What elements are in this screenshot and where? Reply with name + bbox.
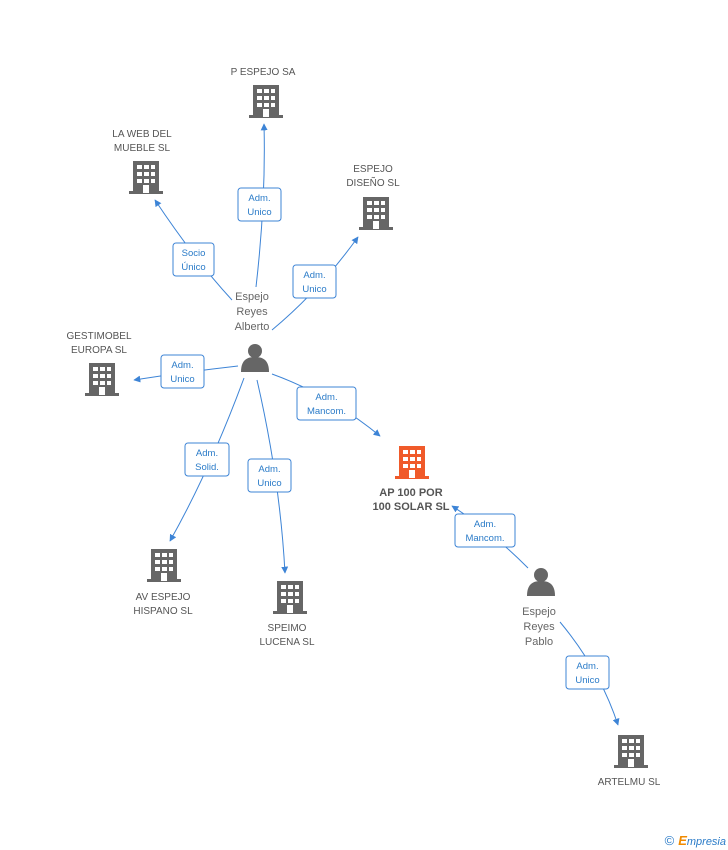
svg-text:P ESPEJO SA: P ESPEJO SA [231,67,296,78]
svg-text:Adm.: Adm. [196,448,218,459]
svg-text:GESTIMOBEL: GESTIMOBEL [66,331,131,342]
edge-label-la-web: Socio Único [172,242,215,277]
svg-text:Mancom.: Mancom. [307,406,346,417]
edge-labels: Adm. Unico Socio Único Adm. Unico Adm. U… [160,187,610,690]
brand-logo-initial: E [678,833,687,848]
svg-text:Unico: Unico [575,675,599,686]
building-icon [614,735,648,768]
company-la-web[interactable]: LA WEB DEL MUEBLE SL [112,129,172,194]
svg-text:Reyes: Reyes [523,621,555,633]
svg-text:Adm.: Adm. [171,360,193,371]
company-p-espejo[interactable]: P ESPEJO SA [231,67,296,118]
svg-text:Adm.: Adm. [303,270,325,281]
svg-text:Adm.: Adm. [258,464,280,475]
copyright-icon: © [664,833,675,848]
building-icon [129,161,163,194]
svg-text:AV ESPEJO: AV ESPEJO [136,592,191,603]
edge-label-ap100-pablo: Adm. Mancom. [454,513,516,548]
company-gestimobel[interactable]: GESTIMOBEL EUROPA SL [66,331,132,396]
svg-text:Reyes: Reyes [236,306,268,318]
svg-text:Adm.: Adm. [248,193,270,204]
company-speimo[interactable]: SPEIMO LUCENA SL [259,581,315,648]
brand-logo-text: mpresia [686,836,726,848]
building-icon [249,85,283,118]
building-icon [147,549,181,582]
edge-label-espejo-diseno: Adm. Unico [292,264,337,299]
svg-text:Solid.: Solid. [195,462,219,473]
company-ap100[interactable]: AP 100 POR 100 SOLAR SL [372,446,450,513]
edge-label-gestimobel: Adm. Unico [160,354,205,389]
svg-text:HISPANO SL: HISPANO SL [133,606,193,617]
svg-text:Unico: Unico [170,374,194,385]
company-espejo-diseno[interactable]: ESPEJO DISEÑO SL [346,164,400,230]
svg-text:EUROPA SL: EUROPA SL [71,345,127,356]
svg-text:Espejo: Espejo [235,291,269,303]
svg-text:Socio: Socio [182,248,206,259]
edge-label-ap100-alberto: Adm. Mancom. [296,386,357,421]
svg-text:DISEÑO SL: DISEÑO SL [346,176,400,189]
person-icon [241,344,269,372]
svg-text:ARTELMU SL: ARTELMU SL [598,777,661,788]
svg-text:Adm.: Adm. [576,661,598,672]
svg-text:Unico: Unico [302,284,326,295]
svg-text:Mancom.: Mancom. [465,533,504,544]
svg-text:Unico: Unico [257,478,281,489]
person-pablo[interactable]: Espejo Reyes Pablo [522,568,556,648]
svg-text:Único: Único [181,262,205,273]
company-artelmu[interactable]: ARTELMU SL [598,735,661,788]
svg-text:Pablo: Pablo [525,636,553,648]
svg-text:Adm.: Adm. [474,519,496,530]
svg-text:LUCENA SL: LUCENA SL [259,637,314,648]
edge-label-artelmu: Adm. Unico [565,655,610,690]
person-alberto[interactable]: Espejo Reyes Alberto [235,291,270,372]
building-icon [273,581,307,614]
svg-text:100 SOLAR SL: 100 SOLAR SL [372,501,449,513]
svg-text:LA WEB DEL: LA WEB DEL [112,129,172,140]
svg-text:AP 100 POR: AP 100 POR [379,487,442,499]
person-icon [527,568,555,596]
svg-text:Unico: Unico [247,207,271,218]
svg-text:ESPEJO: ESPEJO [353,164,393,175]
svg-text:Espejo: Espejo [522,606,556,618]
building-icon [395,446,429,479]
footer-brand: ©Empresia [665,833,726,848]
company-av-espejo[interactable]: AV ESPEJO HISPANO SL [133,549,193,617]
building-icon [85,363,119,396]
building-icon [359,197,393,230]
edge-label-p-espejo: Adm. Unico [237,187,282,222]
svg-text:Adm.: Adm. [315,392,337,403]
svg-text:SPEIMO: SPEIMO [268,623,307,634]
edge-label-speimo: Adm. Unico [247,458,292,493]
edge-label-av-espejo: Adm. Solid. [184,442,230,477]
svg-text:MUEBLE SL: MUEBLE SL [114,143,171,154]
svg-text:Alberto: Alberto [235,321,270,333]
